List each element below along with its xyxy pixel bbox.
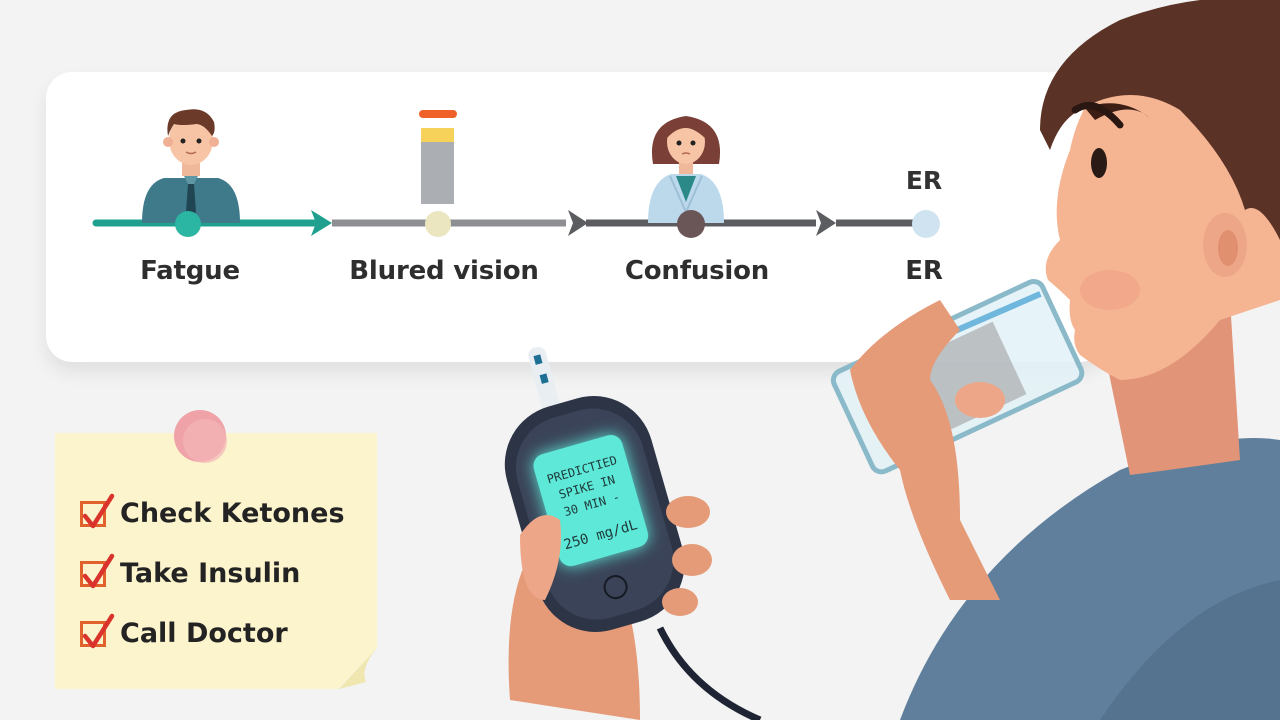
meter-button-icon — [603, 575, 628, 600]
checklist-item-label: Call Doctor — [120, 618, 288, 649]
checklist-item-label: Take Insulin — [120, 558, 301, 589]
stage-label-fatigue: Fatgue — [140, 256, 240, 286]
stage-marker-er — [912, 210, 940, 238]
er-top-label: ER — [905, 166, 943, 195]
timeline-track — [92, 109, 940, 238]
symptom-timeline-card: ER Fatgue Blured vision Confusion ER — [46, 72, 1106, 362]
checkbox-checked-icon — [80, 553, 115, 588]
checklist-item-take-insulin: Take Insulin — [80, 553, 301, 589]
stage-marker-fatigue — [175, 211, 201, 237]
stage-label-blurred-vision: Blured vision — [349, 256, 539, 286]
test-strip-vial-icon — [419, 110, 457, 204]
stage-marker-blurred-vision — [425, 211, 451, 237]
checklist-item-label: Check Ketones — [120, 498, 345, 529]
stage-label-confusion: Confusion — [624, 256, 770, 286]
checkbox-checked-icon — [80, 613, 115, 648]
action-checklist-note: Check Ketones Take Insulin Call Doctor — [55, 433, 377, 689]
checklist-item-check-ketones: Check Ketones — [80, 493, 345, 529]
checkbox-checked-icon — [80, 493, 115, 528]
man-office-worker-icon — [142, 109, 240, 223]
stage-label-er: ER — [905, 256, 943, 286]
checklist-item-call-doctor: Call Doctor — [80, 613, 288, 649]
doctor-woman-icon — [648, 116, 724, 223]
test-strip-icon — [528, 346, 561, 416]
meter-screen — [533, 434, 649, 567]
stage-marker-confusion — [677, 210, 705, 238]
